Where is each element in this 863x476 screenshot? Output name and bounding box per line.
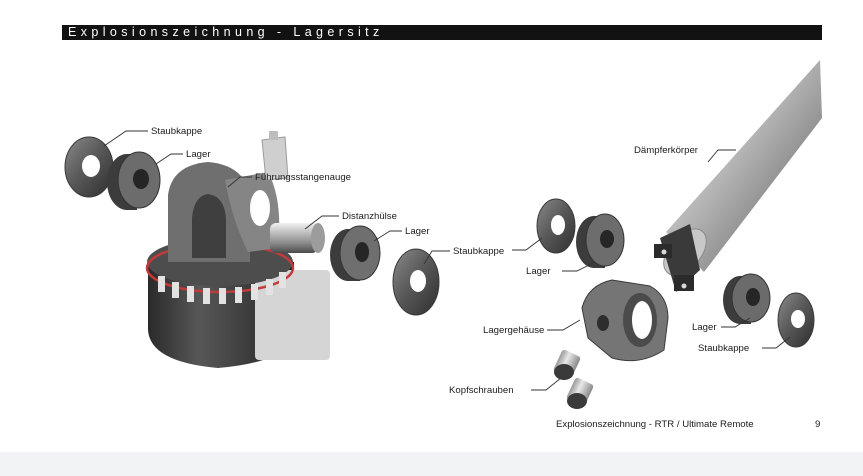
right-assembly: [536, 60, 822, 409]
label-kopfschrauben: Kopfschrauben: [449, 385, 514, 396]
label-lager-lower: Lager: [692, 322, 717, 333]
dust-cap-right-part: [536, 198, 576, 254]
leader-lines: [103, 130, 791, 391]
label-lager-right: Lager: [526, 266, 551, 277]
label-staubkappe-lower: Staubkappe: [698, 343, 749, 354]
label-lager-top: Lager: [186, 149, 211, 160]
bearing-mid-part: [330, 225, 381, 281]
dust-cap-mid-part: [392, 248, 440, 316]
page-bottom-margin: [0, 452, 863, 476]
label-staubkappe-top: Staubkappe: [151, 126, 202, 137]
label-distanzhuelse: Distanzhülse: [342, 211, 397, 222]
section-title-bar: Explosionszeichnung - Lagersitz: [62, 25, 822, 40]
label-lagergehaeuse: Lagergehäuse: [483, 325, 544, 336]
shock-body-part: [145, 131, 330, 368]
bearing-housing-part: [581, 279, 669, 362]
label-daempferkoerper: Dämpferkörper: [634, 145, 699, 156]
cap-screws-part: [553, 349, 594, 409]
page-number: 9: [815, 419, 821, 430]
label-fuehrungsstangenauge: Führungsstangenauge: [255, 172, 351, 183]
damper-body-part: [654, 60, 822, 292]
dust-cap-top-part: [64, 136, 114, 198]
footer-text: Explosionszeichnung - RTR / Ultimate Rem…: [556, 419, 754, 430]
bearing-lower-part: [723, 273, 771, 324]
left-assembly: [64, 131, 440, 368]
label-lager-mid: Lager: [405, 226, 430, 237]
label-staubkappe-mid: Staubkappe: [453, 246, 504, 257]
dust-cap-lower-part: [777, 292, 815, 348]
bearing-top-part: [107, 151, 161, 210]
section-title: Explosionszeichnung - Lagersitz: [68, 25, 384, 39]
bearing-right-part: [576, 213, 625, 268]
